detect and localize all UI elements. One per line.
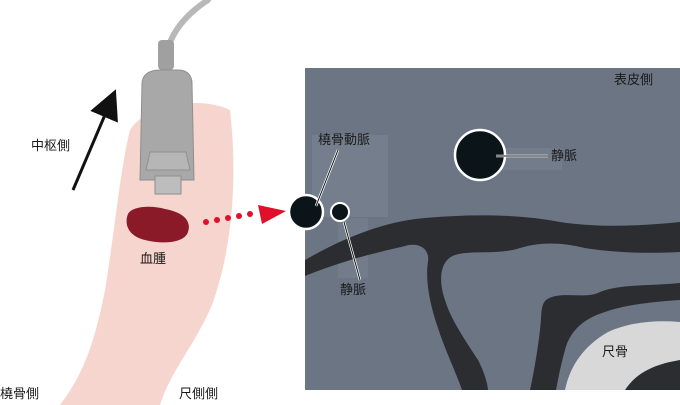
hematoma-shape (126, 206, 189, 243)
label-ulnar-side: 尺側側 (179, 387, 219, 402)
label-epidermis-side: 表皮側 (614, 73, 654, 88)
vein-lower-vessel (330, 202, 350, 222)
label-radial-artery: 橈骨動脈 (318, 133, 371, 148)
probe-to-image-arrow (203, 205, 286, 225)
lower-tissue-band (530, 283, 680, 390)
leader-radial-artery-inner (315, 149, 339, 207)
label-hematoma: 血腫 (140, 252, 167, 267)
label-vein-lower: 静脈 (340, 283, 367, 298)
label-central-side: 中枢側 (31, 139, 71, 154)
ultrasound-probe (139, 69, 195, 195)
leader-vein-lower-inner (343, 221, 361, 281)
probe-cable-strain-relief (158, 40, 174, 70)
label-vein-upper: 静脈 (551, 149, 578, 164)
radial-artery-vessel (287, 193, 325, 231)
fascia-band (305, 215, 680, 390)
label-ulna: 尺骨 (602, 345, 629, 360)
central-direction-arrow (71, 89, 118, 191)
label-radial-side: 橈骨側 (0, 387, 40, 402)
ultrasound-image (287, 68, 680, 390)
